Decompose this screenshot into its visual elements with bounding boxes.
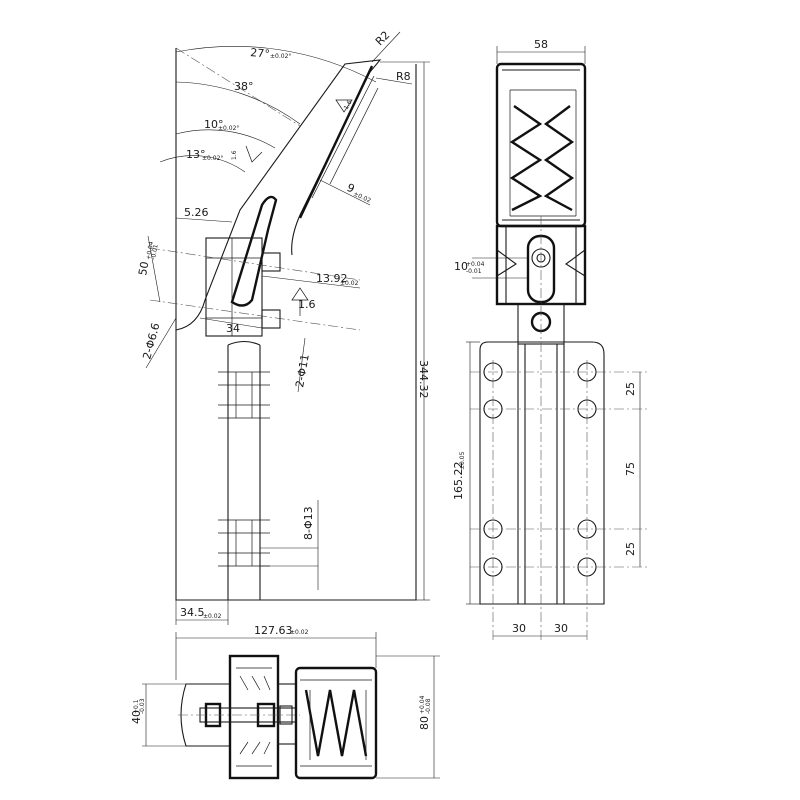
dim-13-92-label: 13.92 [316,272,348,285]
roughness-symbol [245,145,263,163]
dim-9-label: 9 [345,181,357,196]
svg-text:+0.04: +0.04 [145,241,155,261]
radius-r2-label: R2 [373,29,393,49]
dim-58-label: 58 [534,38,548,51]
angle-10-tol: ±0.02° [218,125,239,132]
dim-30a-label: 30 [512,622,526,635]
angle-27-label: 27° [250,46,271,61]
roughness-symbol [291,287,309,316]
base-plate [479,341,605,605]
dim-34-label: 34 [226,322,240,335]
svg-text:-0.08: -0.08 [425,698,432,714]
angle-13-tol: ±0.02° [202,155,223,162]
dim-34-5-label: 34.5 [180,606,205,619]
dim-40-label: 40 [130,710,143,724]
angle-10-label: 10° [204,118,224,131]
svg-text:+0.04: +0.04 [419,695,426,714]
top-view: 127.63 ±0.02 40 +0.1 -0.03 80 +0.04 -0.0… [130,624,440,780]
dim-75-label: 75 [624,462,637,476]
hole-13-label: 8-Φ13 [302,506,315,540]
dim-50-label: 50 [136,260,151,276]
side-view: 27° ±0.02° 38° 10° ±0.02° 13° ±0.02° R2 … [136,29,430,625]
dim-5-26-label: 5.26 [184,206,209,219]
dim-25a-label: 25 [624,382,637,396]
lever-block [205,237,263,337]
hole-11-label: 2-Φ11 [293,353,312,388]
svg-text:1.6: 1.6 [298,298,316,311]
svg-text:+0.1: +0.1 [133,699,140,714]
svg-text:-0.01: -0.01 [466,268,482,275]
svg-text:-0.03: -0.03 [139,698,146,714]
angle-38-label: 38° [234,80,254,93]
svg-text:±0.05: ±0.05 [459,451,466,470]
dim-10-label: 10 [454,260,468,273]
dim-25b-label: 25 [624,542,637,556]
dim-80-label: 80 [418,716,431,730]
mounting-holes [483,362,597,577]
svg-text:±0.02: ±0.02 [352,190,372,204]
svg-text:1.6: 1.6 [343,99,354,111]
svg-text:±0.02: ±0.02 [290,629,309,636]
angle-10-arc [175,129,276,149]
dim-344-32-label: 344.32 [417,360,430,399]
angle-27-tol: ±0.02° [270,53,291,60]
front-view: 10 +0.04 -0.01 25 75 25 [452,38,650,640]
dim-127-63-label: 127.63 [254,624,293,637]
angle-13-arc [159,155,246,173]
top-clamp-body [228,654,280,780]
dim-30b-label: 30 [554,622,568,635]
top-handle-cover [294,666,378,780]
inner-post [227,340,261,600]
base-foot [180,683,231,747]
centerline-lower [149,299,361,331]
post-hole-marks [218,371,270,567]
roughness-symbol [335,99,353,113]
svg-text:-0.01: -0.01 [150,244,160,261]
svg-text:±0.02: ±0.02 [203,613,222,620]
lever-arm-outer [175,59,382,331]
dim-165-22-label: 165.22 [452,462,465,501]
spring-zigzag [509,105,575,212]
svg-text:+0.04: +0.04 [466,261,485,268]
angle-13-label: 13° [186,148,206,161]
svg-text:1.6: 1.6 [231,150,238,160]
svg-text:±0.02: ±0.02 [340,280,359,287]
angle-27-arc [175,46,377,83]
radius-r8-label: R8 [396,70,411,83]
lever-arm-inner [230,195,278,307]
hole-6-6-label: 2-Φ6.6 [140,322,162,361]
